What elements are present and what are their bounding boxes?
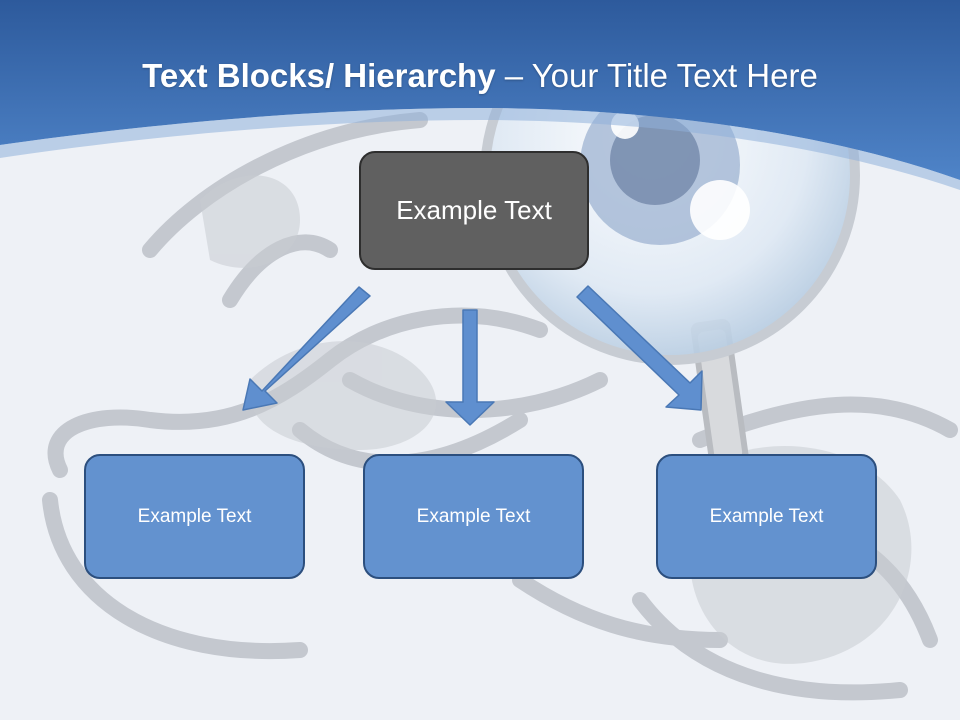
child-text-block-label: Example Text (137, 505, 252, 527)
child-text-block-label: Example Text (416, 505, 531, 527)
slide-title-rest: – Your Title Text Here (495, 57, 818, 94)
child-text-block-label: Example Text (709, 505, 824, 527)
child-text-block-middle[interactable]: Example Text (363, 454, 584, 579)
top-text-block[interactable]: Example Text (359, 151, 589, 270)
top-text-block-label: Example Text (396, 195, 552, 225)
child-text-block-right[interactable]: Example Text (656, 454, 877, 579)
slide-title: Text Blocks/ Hierarchy – Your Title Text… (0, 52, 960, 100)
slide-title-bold: Text Blocks/ Hierarchy (142, 57, 496, 94)
child-text-block-left[interactable]: Example Text (84, 454, 305, 579)
